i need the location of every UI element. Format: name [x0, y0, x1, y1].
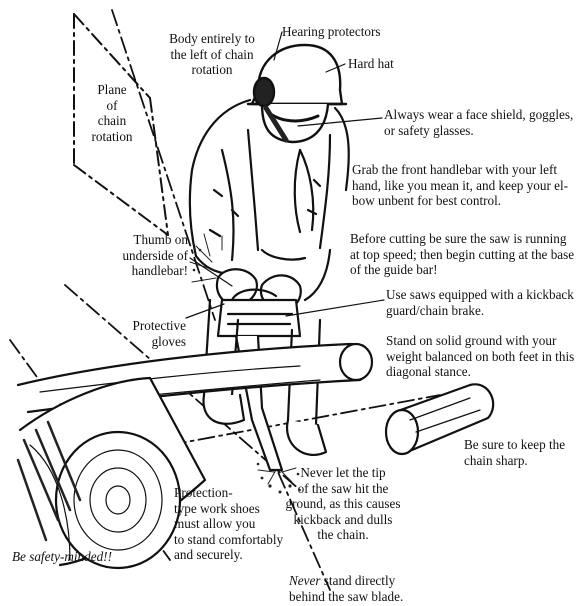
label-hearing-protectors: Hearing protectors [282, 24, 381, 40]
label-plane-of-rotation: Plane of chain rotation [80, 82, 144, 144]
label-work-shoes: Protection- type work shoes must allow y… [174, 485, 283, 563]
label-thumb: Thumb on underside of handlebar! [108, 232, 188, 279]
label-be-safety-minded: Be safety-minded!! [12, 549, 112, 565]
label-body-position: Body entirely to the left of chain rotat… [150, 31, 274, 78]
label-hard-hat: Hard hat [348, 56, 394, 72]
label-face-shield: Always wear a face shield, goggles, or s… [384, 107, 584, 138]
label-kickback-brake: Use saws equipped with a kickback guard/… [386, 287, 584, 318]
label-tip-warning: Never let the tip of the saw hit the gro… [278, 465, 408, 543]
label-grab-handlebar: Grab the front handlebar with your left … [352, 162, 584, 209]
label-gloves: Protective gloves [112, 318, 186, 349]
label-keep-chain-sharp: Be sure to keep the chain sharp. [464, 437, 565, 468]
label-stance: Stand on solid ground with your weight b… [386, 333, 584, 380]
label-before-cutting: Before cutting be sure the saw is runnin… [350, 231, 584, 278]
label-never-stand-behind: Never stand directly behind the saw blad… [289, 573, 403, 604]
never-emphasis: Never [289, 573, 321, 588]
